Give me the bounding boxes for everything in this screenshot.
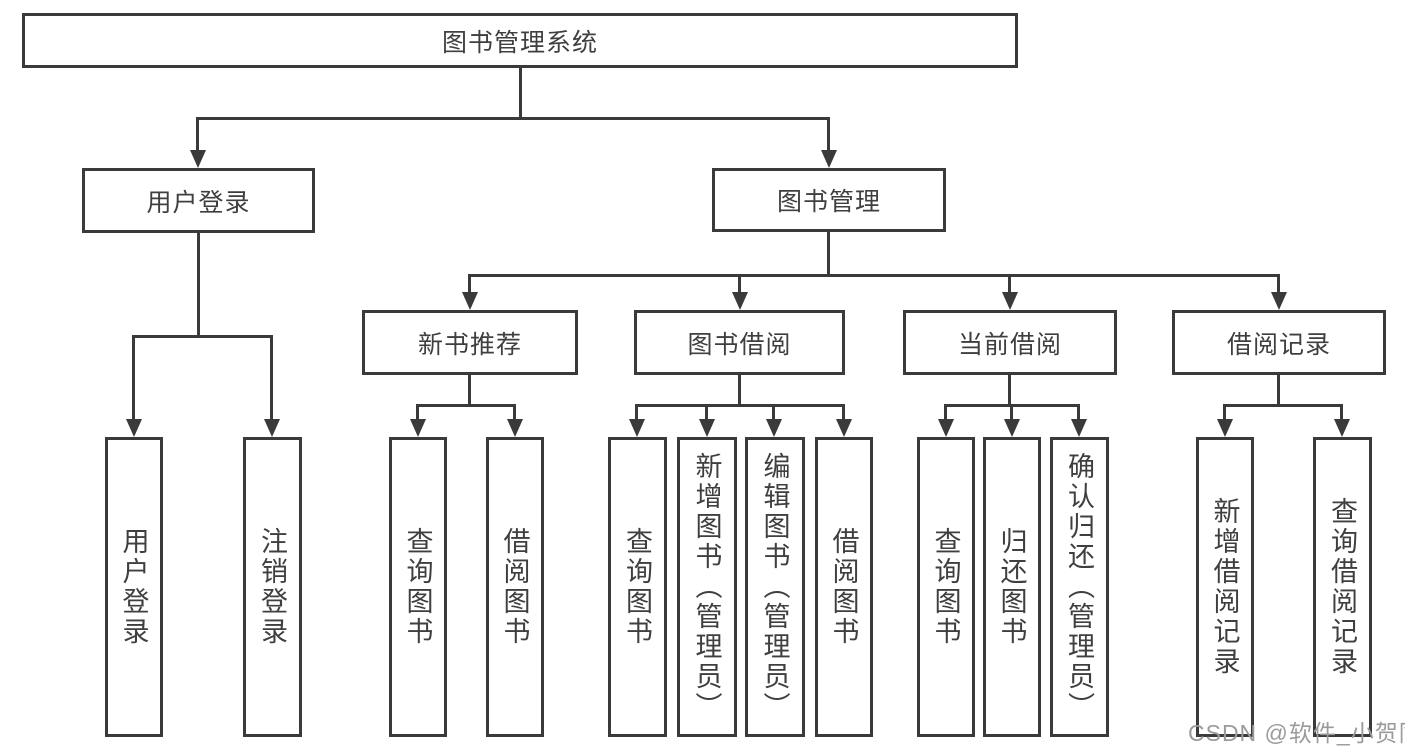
- arrowhead-down-icon: [410, 419, 426, 437]
- arrowhead-down-icon: [1002, 292, 1018, 310]
- connector-line: [468, 274, 1280, 277]
- leaf-borrow-books-recommend: 借阅图书: [486, 437, 544, 737]
- leaf-return-books: 归还图书: [983, 437, 1041, 737]
- leaf-query-borrow-record: 查询借阅记录: [1313, 437, 1372, 737]
- node-borrowing-records-label: 借阅记录: [1226, 330, 1331, 359]
- leaf-query-books-recommend-label: 查询图书: [402, 527, 433, 647]
- leaf-add-books-admin: 新增图书（管理员）: [677, 437, 737, 737]
- leaf-logout: 注销登录: [243, 437, 302, 737]
- connector-line: [1223, 404, 1343, 407]
- node-book-borrowing: 图书借阅: [634, 310, 845, 375]
- connector-line: [416, 404, 419, 419]
- arrowhead-down-icon: [1071, 419, 1087, 437]
- leaf-add-borrow-record: 新增借阅记录: [1196, 437, 1254, 737]
- arrowhead-down-icon: [629, 419, 645, 437]
- arrowhead-down-icon: [1334, 419, 1350, 437]
- arrowhead-down-icon: [821, 150, 837, 168]
- connector-line: [1340, 404, 1343, 419]
- node-new-book-recommendation: 新书推荐: [362, 310, 578, 375]
- connector-line: [513, 404, 516, 419]
- connector-line: [519, 68, 522, 118]
- leaf-user-login: 用户登录: [105, 437, 163, 737]
- connector-line: [635, 404, 638, 419]
- arrowhead-down-icon: [264, 419, 280, 437]
- leaf-user-login-label: 用户登录: [118, 527, 149, 647]
- leaf-query-books-current: 查询图书: [917, 437, 975, 737]
- node-book-management: 图书管理: [712, 168, 946, 232]
- connector-line: [827, 117, 830, 150]
- connector-line: [705, 404, 708, 419]
- connector-line: [1277, 274, 1280, 292]
- arrowhead-down-icon: [507, 419, 523, 437]
- arrowhead-down-icon: [1217, 419, 1233, 437]
- connector-line: [468, 274, 471, 292]
- leaf-return-books-label: 归还图书: [996, 527, 1027, 647]
- connector-line: [416, 404, 516, 407]
- leaf-query-books-current-label: 查询图书: [930, 527, 961, 647]
- root-node-label: 图书管理系统: [441, 28, 598, 57]
- arrowhead-down-icon: [190, 150, 206, 168]
- connector-line: [827, 232, 830, 275]
- arrowhead-down-icon: [462, 292, 478, 310]
- leaf-borrow-books-label: 借阅图书: [828, 527, 859, 647]
- leaf-query-borrow-record-label: 查询借阅记录: [1327, 497, 1357, 677]
- connector-line: [1277, 375, 1280, 406]
- node-current-borrowing: 当前借阅: [903, 310, 1117, 375]
- connector-line: [738, 375, 741, 406]
- leaf-query-books-borrow: 查询图书: [608, 437, 667, 737]
- connector-line: [1008, 274, 1011, 292]
- connector-line: [132, 335, 135, 419]
- leaf-logout-label: 注销登录: [257, 527, 287, 647]
- connector-line: [1008, 375, 1011, 406]
- node-borrowing-records: 借阅记录: [1172, 310, 1386, 375]
- leaf-edit-books-admin: 编辑图书（管理员）: [745, 437, 805, 737]
- connector-line: [944, 404, 947, 419]
- connector-line: [738, 274, 741, 292]
- leaf-confirm-return-admin-label: 确认归还（管理员）: [1064, 452, 1094, 722]
- connector-line: [196, 117, 830, 120]
- root-node-library-management-system: 图书管理系统: [22, 13, 1018, 68]
- leaf-add-books-admin-label: 新增图书（管理员）: [691, 452, 722, 722]
- arrowhead-down-icon: [1271, 292, 1287, 310]
- arrowhead-down-icon: [732, 292, 748, 310]
- arrowhead-down-icon: [1004, 419, 1020, 437]
- arrowhead-down-icon: [699, 419, 715, 437]
- connector-line: [270, 335, 273, 419]
- node-user-login-label: 用户登录: [146, 188, 251, 217]
- leaf-add-borrow-record-label: 新增借阅记录: [1209, 497, 1240, 677]
- csdn-watermark: CSDN @软件_小贺同学: [1188, 720, 1405, 746]
- connector-line: [842, 404, 845, 419]
- arrowhead-down-icon: [938, 419, 954, 437]
- arrowhead-down-icon: [766, 419, 782, 437]
- node-user-login: 用户登录: [82, 168, 315, 233]
- connector-line: [468, 375, 471, 406]
- connector-line: [1010, 404, 1013, 419]
- connector-line: [132, 335, 273, 338]
- connector-line: [196, 117, 199, 150]
- leaf-borrow-books: 借阅图书: [815, 437, 873, 737]
- leaf-query-books-recommend: 查询图书: [389, 437, 447, 737]
- leaf-query-books-borrow-label: 查询图书: [622, 527, 652, 647]
- leaf-confirm-return-admin: 确认归还（管理员）: [1050, 437, 1109, 737]
- arrowhead-down-icon: [836, 419, 852, 437]
- leaf-edit-books-admin-label: 编辑图书（管理员）: [759, 452, 790, 722]
- arrowhead-down-icon: [126, 419, 142, 437]
- node-book-management-label: 图书管理: [776, 188, 881, 216]
- node-book-borrowing-label: 图书借阅: [687, 330, 792, 359]
- connector-line: [1077, 404, 1080, 419]
- connector-line: [772, 404, 775, 419]
- connector-line: [1223, 404, 1226, 419]
- connector-line: [197, 233, 200, 337]
- node-current-borrowing-label: 当前借阅: [957, 330, 1062, 359]
- node-new-book-recommendation-label: 新书推荐: [417, 330, 522, 359]
- leaf-borrow-books-recommend-label: 借阅图书: [499, 527, 530, 647]
- connector-line: [635, 404, 845, 407]
